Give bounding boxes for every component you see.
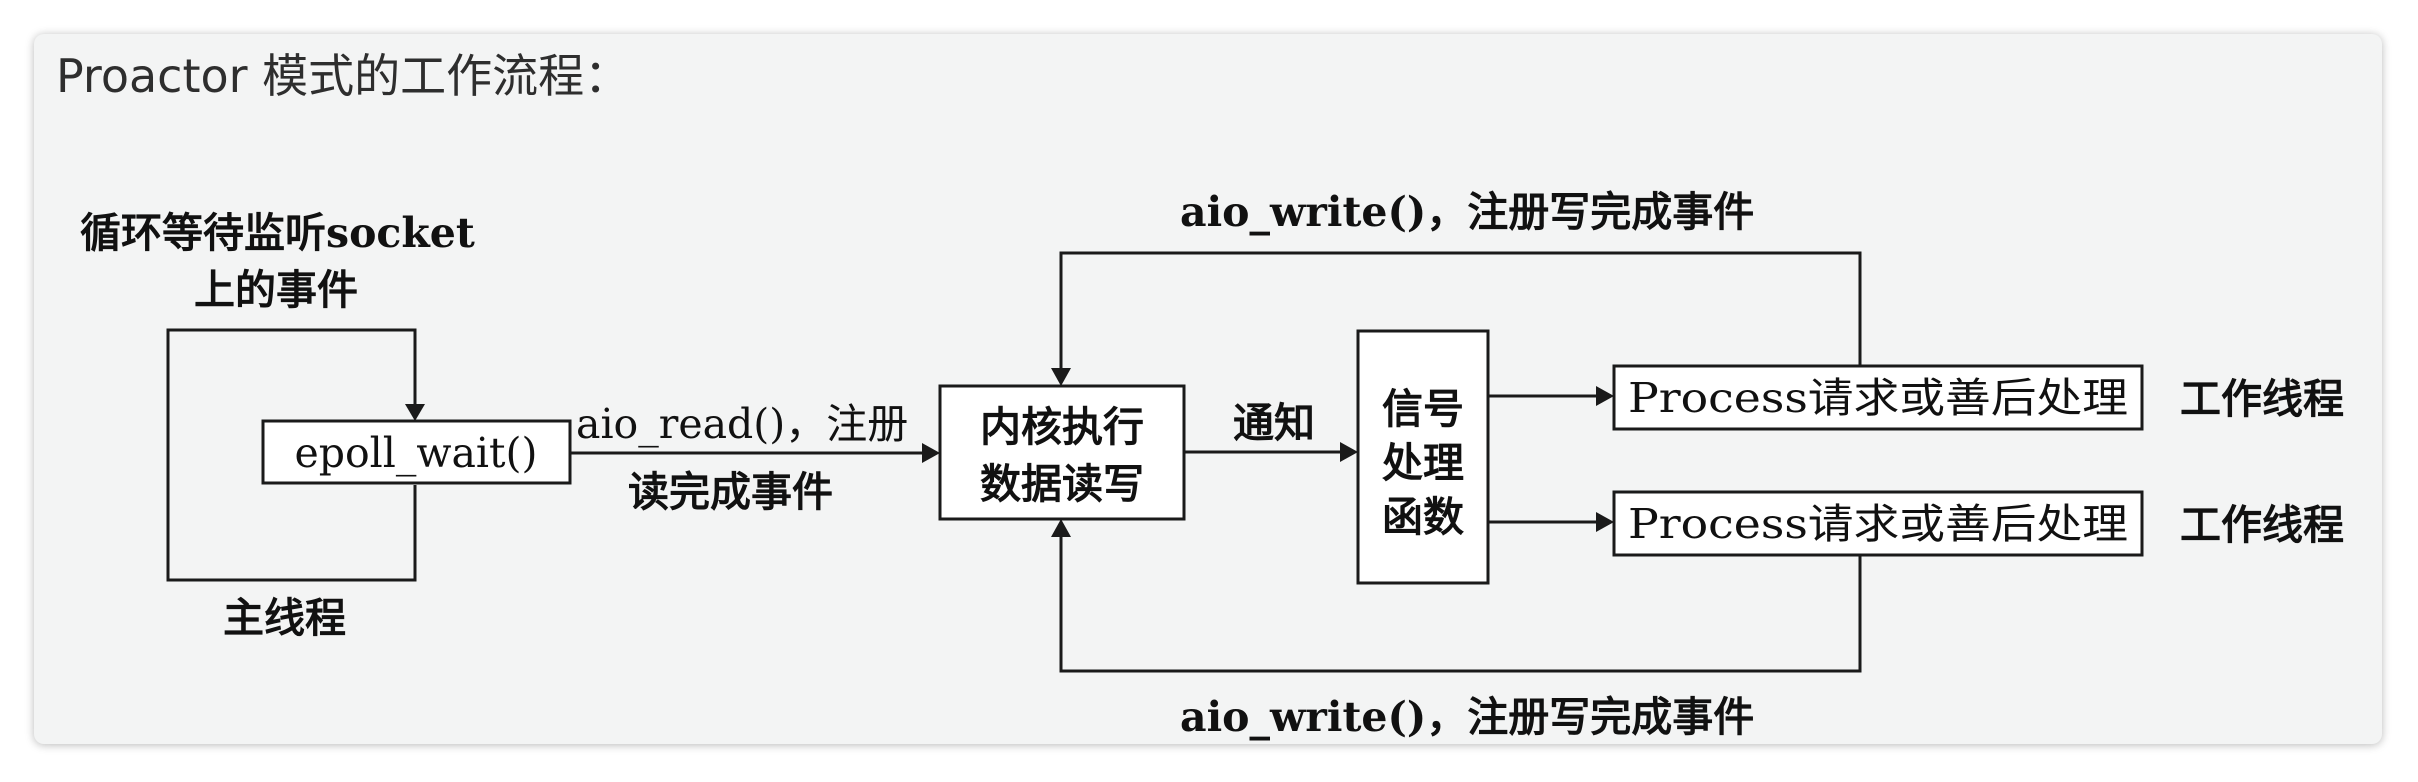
main-loop-line — [166, 328, 417, 582]
signal-handler-box — [1356, 329, 1490, 585]
process-box-top — [1612, 364, 2144, 431]
loop-label-line1: 循环等待监听socket — [80, 209, 475, 257]
aio-read-arrowhead — [922, 443, 940, 463]
main-thread-label: 主线程 — [223, 594, 346, 642]
signal-box-line3: 函数 — [1382, 493, 1464, 541]
kernel-box-line1: 内核执行 — [980, 403, 1144, 451]
signal-box-line2: 处理 — [1382, 439, 1464, 487]
epoll-wait-label: epoll_wait() — [294, 429, 537, 477]
aio-write-top-loop-line — [1059, 251, 1862, 368]
section-heading: Proactor 模式的工作流程： — [56, 49, 631, 103]
loop-label-line2: 上的事件 — [194, 266, 358, 314]
kernel-io-box — [938, 384, 1186, 521]
aio-write-bottom-arrowhead — [1051, 519, 1071, 537]
process-box-bottom-label: Process请求或善后处理 — [1628, 500, 2128, 548]
notify-label: 通知 — [1233, 399, 1315, 447]
signal-box-line1: 信号 — [1382, 385, 1464, 433]
aio-write-top-arrowhead — [1051, 368, 1071, 386]
worker-thread-label-top: 工作线程 — [2180, 375, 2344, 423]
aio-write-bottom-label: aio_write()，注册写完成事件 — [1180, 693, 1754, 741]
notify-arrowhead — [1340, 442, 1358, 462]
signal-to-process-top-arrowhead — [1596, 386, 1614, 406]
process-box-bottom — [1612, 490, 2144, 557]
process-box-top-label: Process请求或善后处理 — [1628, 374, 2128, 422]
signal-to-process-bottom-arrowhead — [1596, 512, 1614, 532]
main-loop-arrowhead — [405, 404, 425, 421]
kernel-box-line2: 数据读写 — [980, 460, 1144, 508]
aio-read-label-line2: 读完成事件 — [628, 468, 833, 516]
aio-write-bottom-loop-line — [1059, 537, 1862, 673]
worker-thread-label-bottom: 工作线程 — [2180, 501, 2344, 549]
aio-write-top-label: aio_write()，注册写完成事件 — [1180, 188, 1754, 236]
epoll-wait-box — [261, 419, 572, 485]
aio-read-label-line1: aio_read()，注册 — [576, 400, 908, 448]
